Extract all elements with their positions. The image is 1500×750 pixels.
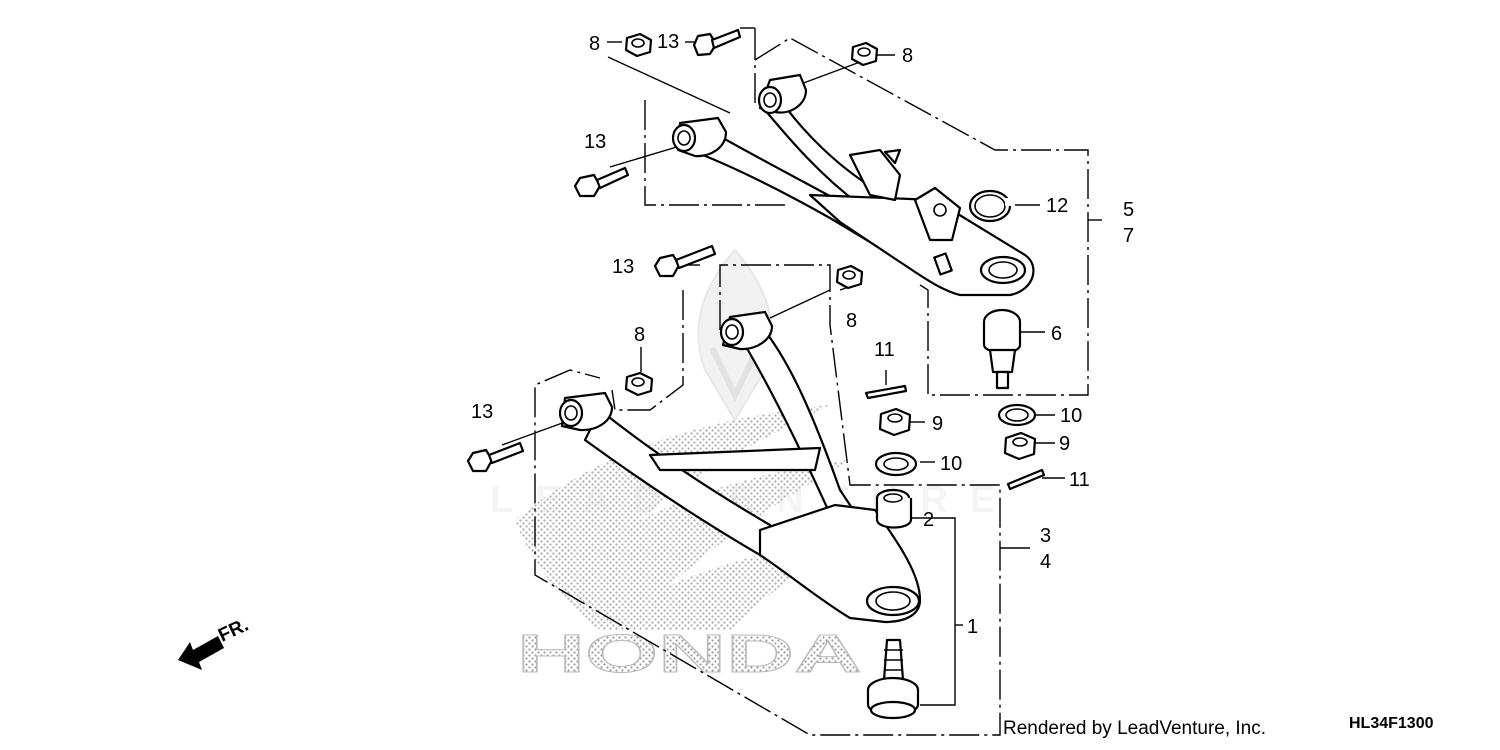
washer-10-b <box>874 451 918 477</box>
callout-12: 12 <box>1046 195 1068 217</box>
ball-joint-6 <box>982 308 1022 390</box>
callout-13: 13 <box>657 31 679 53</box>
callout-11: 11 <box>1069 469 1090 491</box>
callout-8: 8 <box>846 310 857 332</box>
callout-9: 9 <box>1059 433 1070 455</box>
cotter-pin-11-b <box>1006 468 1046 491</box>
honda-text-watermark: HONDA <box>517 624 863 685</box>
lower-control-arm <box>558 310 922 624</box>
leadventure-watermark: LEADVENTURE <box>490 248 995 521</box>
nut-8-a <box>624 32 653 58</box>
callout-11: 11 <box>874 339 895 361</box>
callout-7: 7 <box>1123 225 1134 247</box>
svg-text:HONDA: HONDA <box>517 624 862 684</box>
bolt-13-d <box>466 441 525 473</box>
nut-8-c <box>835 264 864 290</box>
callout-10: 10 <box>940 453 962 475</box>
credit-text: Rendered by LeadVenture, Inc. <box>1003 718 1267 739</box>
snap-ring-12 <box>968 189 1013 223</box>
front-direction-arrow: FR. <box>178 615 252 670</box>
callout-8: 8 <box>589 33 600 55</box>
castle-nut-9-b <box>1003 431 1037 461</box>
callout-5: 5 <box>1123 199 1134 221</box>
nut-8-b <box>850 41 879 67</box>
castle-nut-9-a <box>878 407 912 437</box>
upper-control-arm <box>671 73 1035 297</box>
bolt-13-c <box>653 244 717 278</box>
callout-13: 13 <box>471 401 493 423</box>
leader-lines <box>501 27 1065 706</box>
honda-wing-watermark <box>515 405 850 630</box>
callout-4: 4 <box>1040 551 1051 573</box>
callout-2: 2 <box>923 509 934 531</box>
boot-2 <box>875 488 913 529</box>
cotter-pin-11-a <box>864 384 908 400</box>
bolt-13-a <box>692 28 742 57</box>
callout-10: 10 <box>1060 405 1082 427</box>
nut-8-d <box>624 371 654 397</box>
washer-10-a <box>997 403 1037 427</box>
callout-3: 3 <box>1040 525 1051 547</box>
bolt-13-b <box>573 166 630 198</box>
ball-joint-1 <box>866 638 920 720</box>
callout-13: 13 <box>584 131 606 153</box>
callout-8: 8 <box>634 324 645 346</box>
diagram-code: HL34F1300 <box>1349 715 1434 732</box>
lower-arm-group-outline <box>534 264 1030 736</box>
upper-arm-group-outline <box>644 37 1102 396</box>
callout-9: 9 <box>932 413 943 435</box>
callout-labels: 8 13 8 13 12 5 7 13 8 6 8 11 13 10 9 9 1… <box>471 31 1134 638</box>
callout-13: 13 <box>612 256 634 278</box>
callout-1: 1 <box>967 616 978 638</box>
callout-6: 6 <box>1051 323 1062 345</box>
callout-8: 8 <box>902 45 913 67</box>
